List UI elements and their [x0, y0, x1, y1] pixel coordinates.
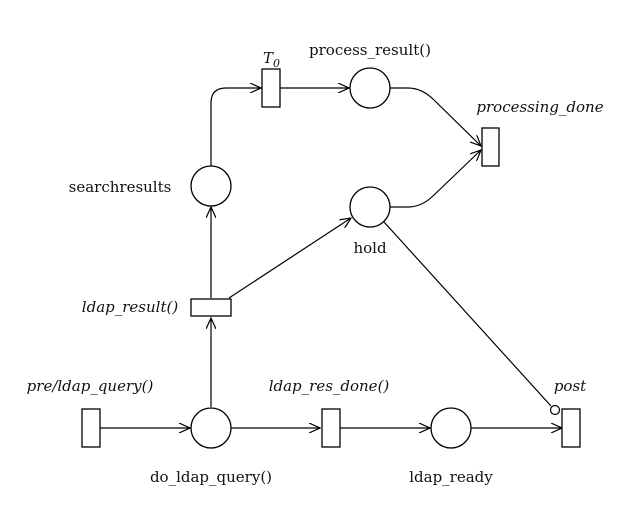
inhibitor-circle — [549, 404, 561, 416]
label-t0: T0 — [263, 49, 280, 70]
arc-searchresults-to-t0 — [210, 88, 261, 166]
arc-process-result-to-processing-done — [390, 87, 481, 146]
label-searchresults: searchresults — [69, 178, 172, 196]
transition-t0 — [261, 68, 281, 108]
label-processing-done: processing_done — [476, 98, 603, 116]
transitions — [81, 68, 581, 448]
transition-ldap-result — [190, 298, 232, 317]
label-do-ldap-query: do_ldap_query() — [150, 468, 272, 486]
transition-processing-done — [481, 127, 500, 167]
labels: T0 process_result() processing_done sear… — [27, 41, 604, 486]
place-searchresults — [190, 165, 232, 207]
place-hold — [349, 186, 391, 228]
places — [190, 67, 472, 449]
label-ldap-ready: ldap_ready — [409, 468, 493, 486]
arc-ldap-result-to-hold — [228, 218, 351, 299]
transition-post — [561, 408, 581, 448]
label-pre-ldap-query: pre/ldap_query() — [27, 377, 154, 395]
label-ldap-result: ldap_result() — [82, 298, 179, 316]
inhibitor-arc-hold-to-post — [383, 221, 552, 407]
transition-pre-ldap-query — [81, 408, 101, 448]
arcs — [100, 88, 562, 428]
label-process-result: process_result() — [309, 41, 431, 59]
label-ldap-res-done: ldap_res_done() — [269, 377, 390, 395]
arc-hold-to-processing-done — [390, 150, 481, 208]
place-process-result — [349, 67, 391, 109]
place-ldap-ready — [430, 407, 472, 449]
label-post: post — [554, 377, 587, 395]
place-do-ldap-query — [190, 407, 232, 449]
label-hold: hold — [353, 239, 386, 257]
transition-ldap-res-done — [321, 408, 341, 448]
